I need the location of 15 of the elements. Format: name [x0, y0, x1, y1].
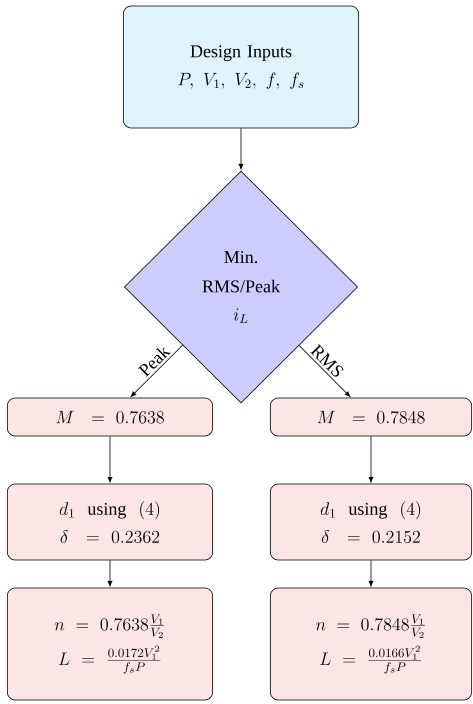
- arrow: [368, 560, 374, 586]
- edge-label: Peak: [138, 347, 171, 377]
- process-box: $d_1\ \ \mathrm{using}\ \ (4)$ $\delta\ = 0.2152$: [270, 484, 472, 560]
- arrow: [368, 436, 374, 482]
- arrow: [238, 128, 244, 170]
- process-box: $n = 0.7848\frac{V_1}{V_2}$ $L = \frac{0.0166V_1^2}{f_sP}$: [270, 588, 472, 700]
- process-box: Design Inputs $P,\ V_1,\ V_2,\ f,\ f_s$: [122, 6, 360, 128]
- arrow: [298, 345, 350, 397]
- process-box: $d_1\ \ \mathrm{using}\ \ (4)$ $\delta\ = 0.2362$: [6, 484, 214, 560]
- process-box: $M\ = 0.7638$: [6, 398, 214, 436]
- arrow: [108, 436, 112, 482]
- process-box: $n = 0.7638\frac{V_1}{V_2}$ $L = \frac{0.0172V_1^2}{f_sP}$: [6, 588, 214, 700]
- arrow: [108, 560, 112, 586]
- arrow: [130, 344, 183, 397]
- process-box: $M\ = 0.7848$: [270, 398, 472, 436]
